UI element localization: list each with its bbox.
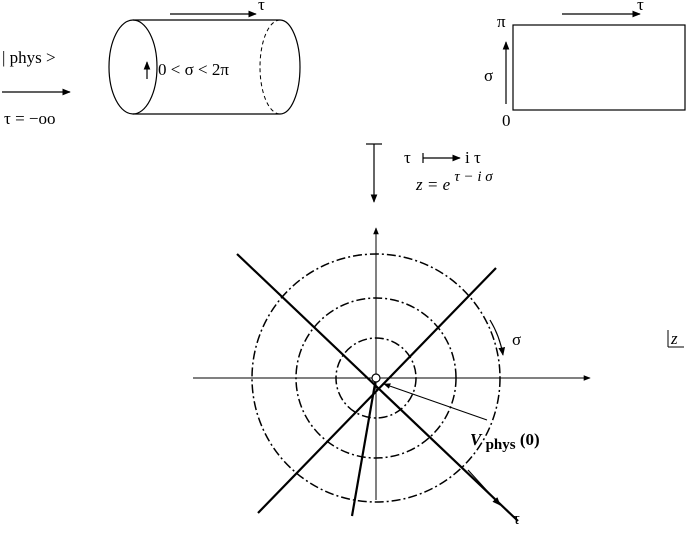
vertex-operator-subscript: phys [486, 437, 516, 453]
vertex-operator-pointer [383, 383, 488, 421]
z-formula-lhs: z = e [415, 175, 451, 194]
cylinder-diagram: | phys > τ = −oo τ 0 < σ < 2π [2, 0, 301, 128]
sigma-rotation-arrow [489, 319, 506, 356]
z-formula: z = e τ − i σ [415, 169, 493, 194]
tau-limit-label: τ = −oo [4, 109, 56, 128]
cylinder-right-back [259, 19, 281, 115]
map-tau-label: τ [404, 148, 411, 167]
mapping: τ i τ z = e τ − i σ [366, 143, 493, 203]
radial-line-nw-se [236, 253, 519, 522]
radial-line-ne-sw [257, 267, 497, 514]
vertex-operator-argument: (0) [520, 430, 540, 449]
cylinder-tau-label: τ [258, 0, 265, 14]
strip-sigma-label: σ [484, 66, 493, 85]
cylinder-right-front [279, 19, 301, 115]
strip-diagram: τ π σ 0 [484, 0, 686, 130]
vertex-operator-name: V [470, 430, 483, 449]
contour-circle-inner [335, 337, 417, 419]
contour-circle-middle [295, 297, 457, 459]
contour-circle-outer [251, 253, 501, 503]
z-plane-label: z [670, 329, 678, 348]
plane-sigma-label: σ [512, 330, 521, 349]
vertex-operator-label: V phys (0) [470, 430, 540, 453]
sigma-range-label: 0 < σ < 2π [158, 60, 229, 79]
z-formula-exponent: τ − i σ [454, 169, 493, 185]
strip-zero-label: 0 [502, 111, 511, 130]
plane-tau-label: τ [513, 509, 520, 528]
cylinder-left-end [108, 19, 158, 115]
complex-plane: σ τ z V phys (0) [193, 227, 684, 528]
map-i-tau-label: i τ [465, 148, 481, 167]
origin-point [371, 373, 381, 383]
strip-pi-label: π [497, 12, 506, 31]
strip-rectangle [512, 24, 686, 111]
radial-line-down [350, 377, 378, 517]
phys-state-label: | phys > [2, 48, 56, 67]
tau-radial-arrow [467, 469, 501, 506]
strip-tau-label: τ [637, 0, 644, 14]
